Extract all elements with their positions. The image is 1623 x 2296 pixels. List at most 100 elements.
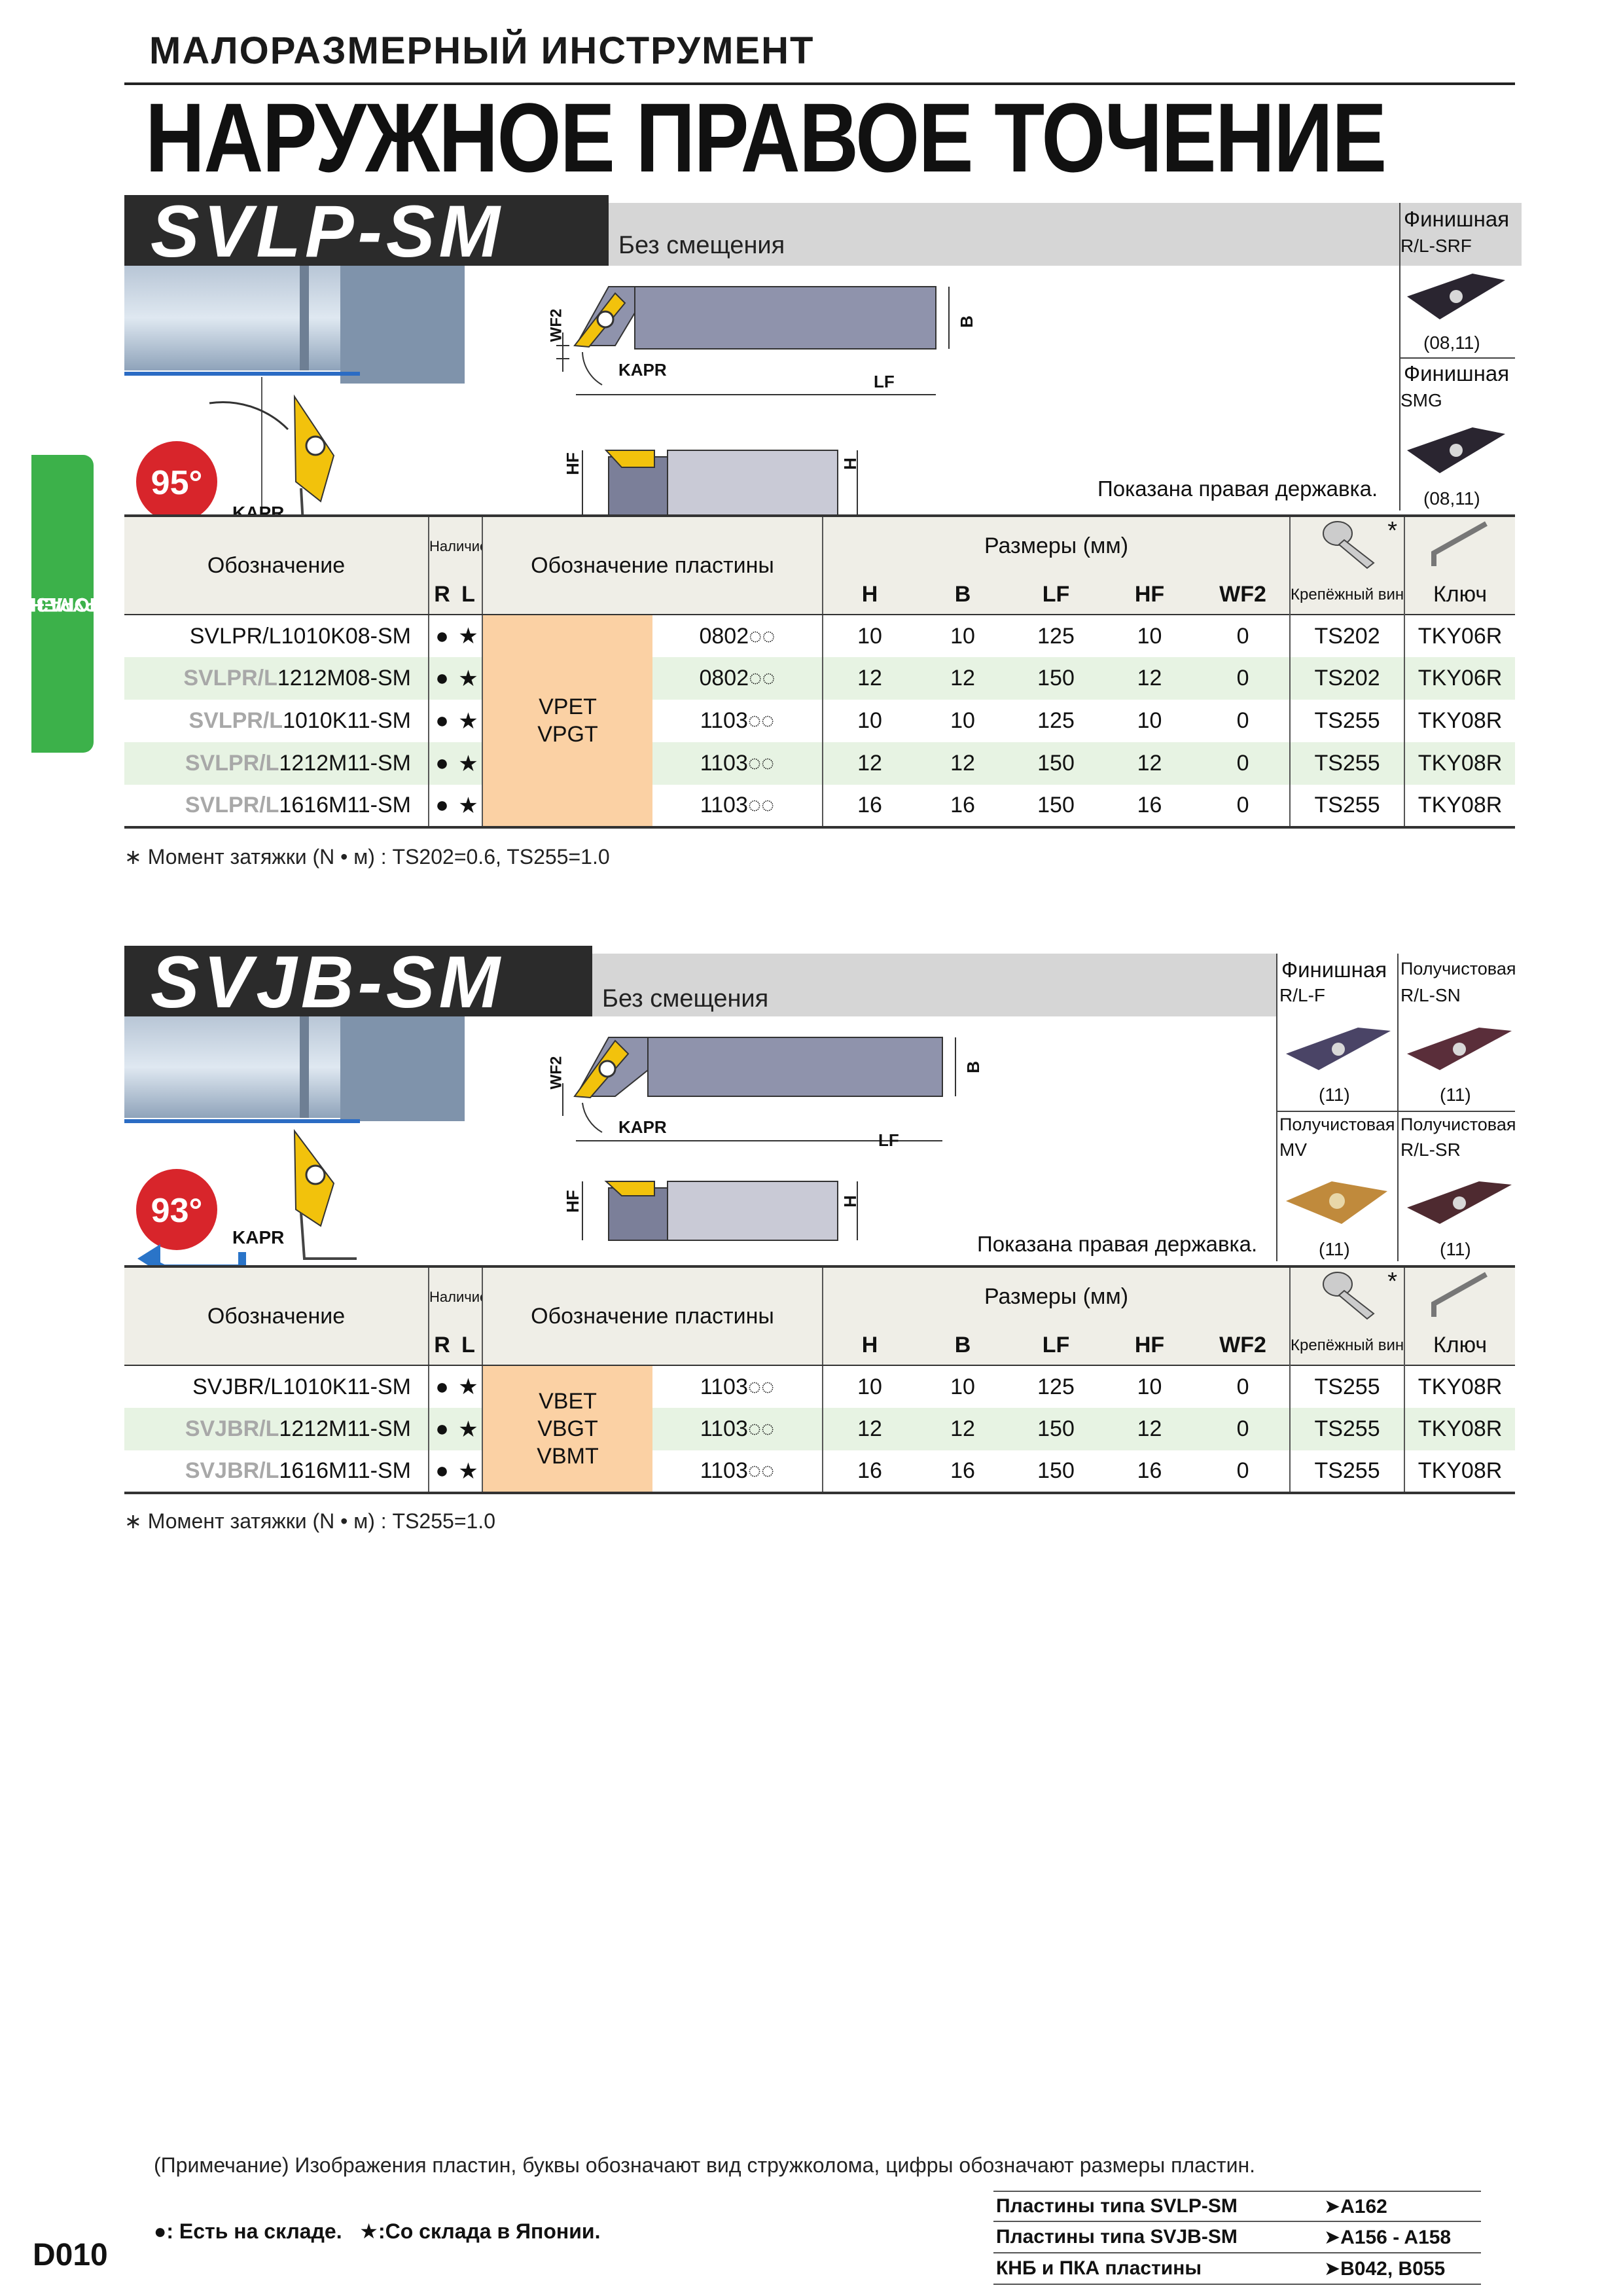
stock-legend: ●: Есть на складе. ★:Со склада в Японии.	[154, 2219, 601, 2243]
reference-row[interactable]: Пластины типа SVLP-SM ➤A162	[993, 2191, 1481, 2222]
label-hf: HF	[562, 1190, 582, 1213]
col-insert: Обозначение пластины	[481, 516, 823, 615]
col-lf: LF	[1042, 582, 1070, 607]
col-r: R	[428, 575, 455, 615]
col-screw: Крепёжный винт	[1289, 575, 1405, 615]
shown-right-note: Показана правая державка.	[1097, 476, 1378, 501]
insert-divider	[1399, 357, 1515, 359]
insert-image	[1286, 1028, 1391, 1070]
insert-code: MV	[1279, 1139, 1307, 1160]
insert-code: R/L-SN	[1400, 985, 1461, 1005]
label-wf2: WF2	[547, 308, 565, 342]
col-availability: Наличие	[428, 516, 482, 575]
shown-right-note: Показана правая державка.	[977, 1232, 1258, 1256]
page-subtitle: МАЛОРАЗМЕРНЫЙ ИНСТРУМЕНТ	[149, 29, 815, 72]
torque-note: ∗ Момент затяжки (N • м) : TS202=0.6, TS…	[124, 845, 610, 869]
col-hf: HF	[1134, 1333, 1165, 1357]
label-lf: LF	[874, 372, 895, 391]
screw-icon: *	[1289, 516, 1405, 575]
section-banner	[124, 195, 609, 266]
insert-image	[1407, 1181, 1512, 1224]
insert-size: (11)	[1440, 1239, 1471, 1259]
insert-grade: Получистовая	[1400, 1115, 1516, 1134]
angle-badge: 93°	[151, 1192, 203, 1230]
section-svlp: SVLP-SM Без смещения 95° KAPR	[124, 190, 1522, 869]
reference-row[interactable]: Пластины типа SVJB-SM ➤A156 - A158	[993, 2222, 1481, 2253]
col-l: L	[461, 582, 475, 607]
insert-code: R/L-SR	[1400, 1139, 1461, 1160]
col-hf: HF	[1134, 582, 1165, 607]
dimension-drawing	[562, 1037, 956, 1241]
key-icon	[1404, 516, 1516, 575]
insert-size: (11)	[1319, 1085, 1350, 1105]
col-availability: Наличие	[428, 1266, 482, 1326]
col-r: R	[428, 1326, 455, 1365]
insert-size: (11)	[1440, 1085, 1471, 1105]
label-kapr: KAPR	[618, 360, 667, 380]
section-banner	[124, 946, 592, 1016]
label-lf: LF	[878, 1130, 899, 1150]
label-h: H	[840, 1195, 860, 1208]
section-name: SVLP-SM	[151, 190, 504, 272]
spec-table: Обозначение Наличие Обозначение пластины…	[124, 1265, 1516, 1494]
insert-image	[1286, 1181, 1387, 1224]
dimension-drawing	[556, 286, 950, 520]
kapr-label: KAPR	[232, 1227, 285, 1247]
col-b: B	[954, 1333, 971, 1357]
insert-grade: Получистовая	[1279, 1115, 1395, 1134]
section-name: SVJB-SM	[151, 941, 504, 1023]
insert-image	[1407, 427, 1505, 473]
insert-panel	[1399, 203, 1515, 511]
col-h: H	[822, 575, 917, 615]
insert-size: (08,11)	[1423, 488, 1480, 509]
screw-icon: *	[1289, 1266, 1405, 1326]
label-wf2: WF2	[547, 1056, 565, 1090]
side-tab[interactable]	[31, 455, 94, 753]
asterisk: *	[1387, 517, 1398, 545]
col-designation: Обозначение	[124, 516, 429, 615]
col-screw: Крепёжный винт	[1289, 1326, 1405, 1365]
section-subbar	[609, 203, 1522, 266]
col-insert: Обозначение пластины	[481, 1266, 823, 1366]
asterisk: *	[1387, 1268, 1398, 1295]
page-number: D010	[33, 2238, 108, 2272]
reference-table: Пластины типа SVLP-SM ➤A162 Пластины тип…	[993, 2191, 1481, 2285]
col-l: L	[461, 1333, 475, 1357]
insert-size: (08,11)	[1423, 332, 1480, 353]
torque-note: ∗ Момент затяжки (N • м) : TS255=1.0	[124, 1509, 495, 1533]
toolholder-illustration	[124, 1016, 465, 1272]
insert-image-remark: (Примечание) Изображения пластин, буквы …	[154, 2153, 1255, 2177]
col-wf2: WF2	[1219, 1333, 1266, 1357]
col-b: B	[954, 582, 971, 607]
page-title: НАРУЖНОЕ ПРАВОЕ ТОЧЕНИЕ	[145, 82, 1387, 192]
reference-row[interactable]: КНБ и ПКА пластины ➤B042, B055	[993, 2253, 1481, 2285]
insert-divider	[1276, 1111, 1515, 1112]
col-h: H	[822, 1326, 917, 1365]
label-b: B	[963, 1061, 983, 1073]
insert-col-divider	[1397, 954, 1399, 1261]
offset-label: Без смещения	[602, 985, 769, 1013]
col-key: Ключ	[1404, 575, 1516, 615]
col-dims: Размеры (мм)	[822, 1266, 1291, 1326]
label-hf: HF	[562, 452, 582, 475]
insert-grade: Финишная	[1404, 361, 1510, 386]
section-subbar	[592, 954, 1276, 1016]
insert-code: SMG	[1400, 390, 1442, 410]
header-rule	[124, 82, 1515, 85]
section-svjb: SVJB-SM Без смещения 93° KAPR	[124, 941, 1516, 1548]
col-lf: LF	[1042, 1333, 1070, 1357]
insert-grade: Получистовая	[1400, 959, 1516, 978]
insert-grade: Финишная	[1404, 207, 1510, 231]
insert-size: (11)	[1319, 1239, 1350, 1259]
